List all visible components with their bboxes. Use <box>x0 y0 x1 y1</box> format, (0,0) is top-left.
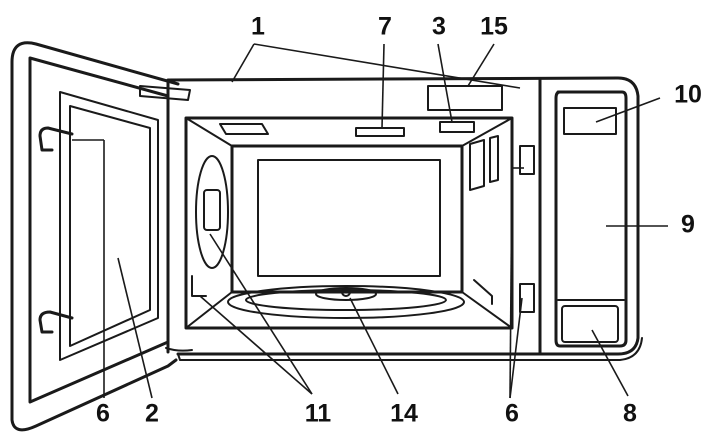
safety-latch-hole-lower <box>519 283 535 313</box>
door-release-button <box>561 305 619 343</box>
microwave-body <box>166 76 643 361</box>
door-window <box>59 91 159 361</box>
callout-1: 1 <box>251 13 265 41</box>
oven-cavity <box>184 116 535 330</box>
grill-element <box>195 155 229 269</box>
door-hook-upper <box>38 126 74 152</box>
callout-6-right: 6 <box>505 400 519 428</box>
waveguide-cover <box>439 121 475 133</box>
callout-7: 7 <box>378 13 392 41</box>
vent-left <box>219 123 269 135</box>
turntable <box>227 285 465 319</box>
callout-6-left: 6 <box>96 400 110 428</box>
label-plate <box>427 85 503 111</box>
callout-10: 10 <box>674 81 702 109</box>
callout-14: 14 <box>390 400 418 428</box>
callout-2: 2 <box>145 400 159 428</box>
callout-3: 3 <box>432 13 446 41</box>
microwave-door <box>10 41 193 432</box>
callout-8: 8 <box>623 400 637 428</box>
callout-15: 15 <box>480 13 508 41</box>
mica-cover <box>355 127 405 137</box>
callout-9: 9 <box>681 211 695 239</box>
callout-11: 11 <box>305 400 332 428</box>
door-hook-lower <box>38 310 74 334</box>
display-window <box>563 107 617 135</box>
safety-latch-hole-upper <box>519 145 535 175</box>
control-panel <box>554 90 628 348</box>
leader-lines <box>72 43 668 399</box>
callout-labels: 1 7 3 15 10 9 6 2 11 14 6 8 <box>96 13 702 428</box>
